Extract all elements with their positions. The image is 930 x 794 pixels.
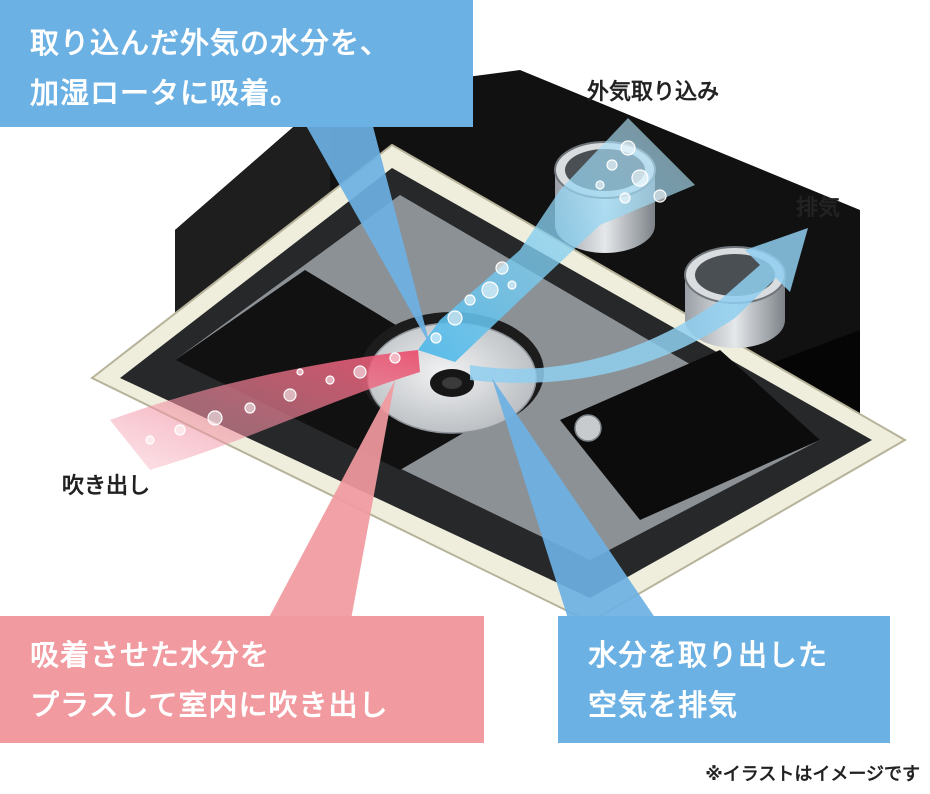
callout-blue-line2: 空気を排気 bbox=[588, 688, 739, 722]
blowout-air-stream bbox=[110, 350, 420, 470]
moisture-bubbles bbox=[145, 140, 667, 445]
callout-top-pointer bbox=[300, 115, 430, 345]
illustration-note: ※イラストはイメージです bbox=[705, 764, 920, 785]
exhaust-air-stream bbox=[470, 228, 808, 383]
intake-air-stream bbox=[418, 118, 695, 362]
label-outside-air-intake: 外気取り込み bbox=[587, 80, 720, 105]
callout-moisture-absorption: 取り込んだ外気の水分を、 加湿ロータに吸着。 bbox=[0, 0, 473, 127]
callout-pink-line2: プラスして室内に吹き出し bbox=[30, 688, 389, 722]
callout-pink-pointer bbox=[265, 380, 395, 625]
callout-blue-line1: 水分を取り出した bbox=[588, 638, 829, 672]
callout-pink-line1: 吸着させた水分を bbox=[30, 638, 271, 672]
callout-blue-pointer bbox=[492, 378, 660, 625]
callout-dry-exhaust: 水分を取り出した 空気を排気 bbox=[558, 616, 890, 743]
label-exhaust: 排気 bbox=[796, 196, 841, 221]
callout-top-line1: 取り込んだ外気の水分を、 bbox=[30, 26, 391, 60]
callout-humid-blowout: 吸着させた水分を プラスして室内に吹き出し bbox=[0, 616, 484, 743]
callout-top-line2: 加湿ロータに吸着。 bbox=[30, 76, 301, 110]
label-blowout: 吹き出し bbox=[62, 474, 151, 499]
